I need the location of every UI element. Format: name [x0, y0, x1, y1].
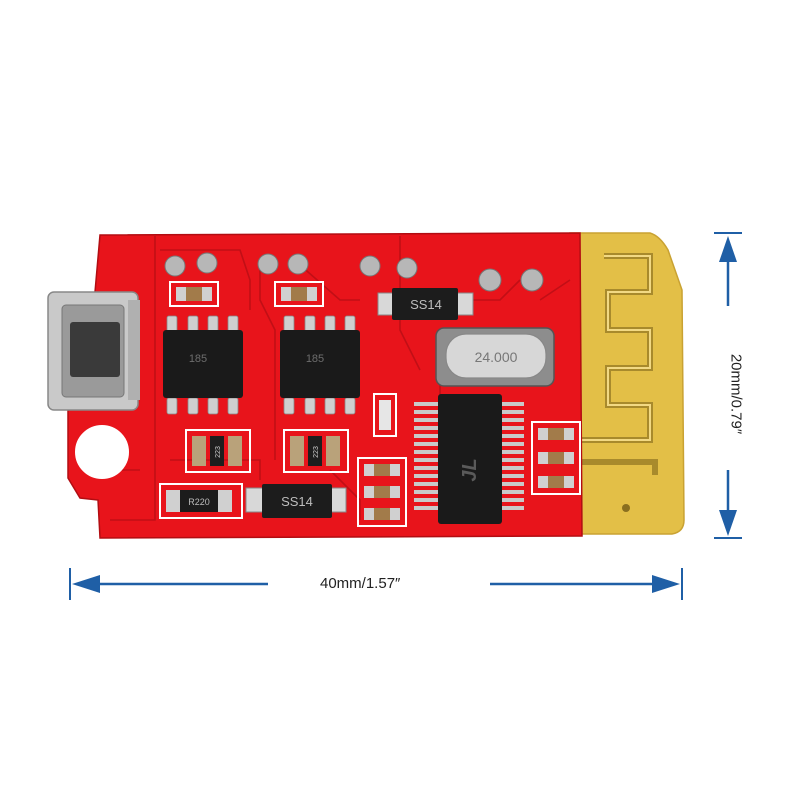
height-dimension-label: 20mm/0.79″ [727, 353, 745, 435]
cap-marking-2: 223 [313, 446, 320, 458]
diode-bottom-marking: SS14 [281, 494, 313, 509]
width-dimension-label: 40mm/1.57″ [320, 575, 401, 592]
amp-chip-1: 185 [163, 315, 243, 415]
micro-usb-connector [47, 291, 140, 411]
amp-chip-1-marking: 185 [189, 353, 207, 365]
bt-chip-logo: JL [459, 458, 481, 481]
diode-top: SS14 [377, 288, 474, 320]
antenna-pad [569, 232, 685, 535]
bluetooth-chip: JL [414, 394, 524, 524]
height-dimension-arrow [714, 232, 742, 539]
resistor-r220: R220 [159, 483, 243, 519]
resistor-marking: R220 [188, 497, 210, 507]
amp-chip-2: 185 [280, 315, 360, 415]
crystal-marking: 24.000 [475, 349, 518, 365]
crystal-oscillator: 24.000 [435, 327, 555, 387]
header-pads [164, 252, 544, 292]
antenna-via [622, 504, 630, 512]
amp-chip-2-marking: 185 [306, 353, 324, 365]
smd-parts-left: 223 223 [169, 281, 397, 473]
smd-parts-right [357, 421, 581, 527]
width-dimension-arrow [69, 568, 683, 600]
mounting-hole [75, 425, 129, 479]
diode-bottom: SS14 [245, 484, 347, 518]
diode-top-marking: SS14 [410, 297, 442, 312]
cap-marking-1: 223 [215, 446, 222, 458]
